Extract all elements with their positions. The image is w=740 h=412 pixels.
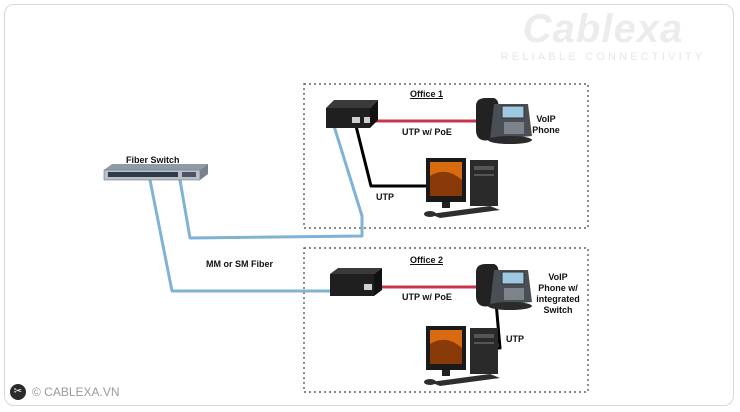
brand-watermark: Cablexa RELIABLE CONNECTIVITY [478,8,728,64]
media-converter-office2-icon [330,268,382,296]
fiber-cable-office2 [148,179,334,293]
office2-phone-label-line: Phone w/ [538,283,578,293]
utp-cable-office1 [354,125,432,188]
diagram-frame [4,4,734,406]
fiber-cable-office1 [178,125,364,240]
office2-phone-label: VoIP Phone w/ integrated Switch [532,272,584,316]
office1-poe-label: UTP w/ PoE [402,127,452,137]
copyright-text: © CABLEXA.VN [32,385,120,399]
office1-box [303,83,589,229]
fiber-cable-label: MM or SM Fiber [206,259,273,269]
office2-utp-label: UTP [506,334,524,344]
office2-phone-label-line: Switch [543,305,573,315]
brand-name: Cablexa [522,7,684,51]
office1-phone-label-line: VoIP [536,114,556,124]
voip-phone-office1-icon [476,98,532,144]
voip-phone-office2-icon [476,264,532,310]
office2-box [303,247,589,393]
office2-title: Office 2 [410,255,444,265]
computer-office1-icon [424,158,500,218]
fiber-switch-label: Fiber Switch [126,155,180,165]
media-converter-office1-icon [326,100,378,128]
office1-title: Office 1 [410,89,444,99]
copyright: ✂ © CABLEXA.VN [10,383,120,401]
fiber-switch-icon [103,164,208,181]
office1-utp-label: UTP [376,192,394,202]
cablexa-logo-icon: ✂ [10,384,26,400]
office2-poe-label: UTP w/ PoE [402,292,452,302]
office1-phone-label-line: Phone [532,125,560,135]
office2-phone-label-line: VoIP [548,272,568,282]
office2-phone-label-line: integrated [536,294,580,304]
office1-phone-label: VoIP Phone [528,114,564,136]
computer-office2-icon [424,326,500,386]
brand-tagline: RELIABLE CONNECTIVITY [500,51,706,63]
